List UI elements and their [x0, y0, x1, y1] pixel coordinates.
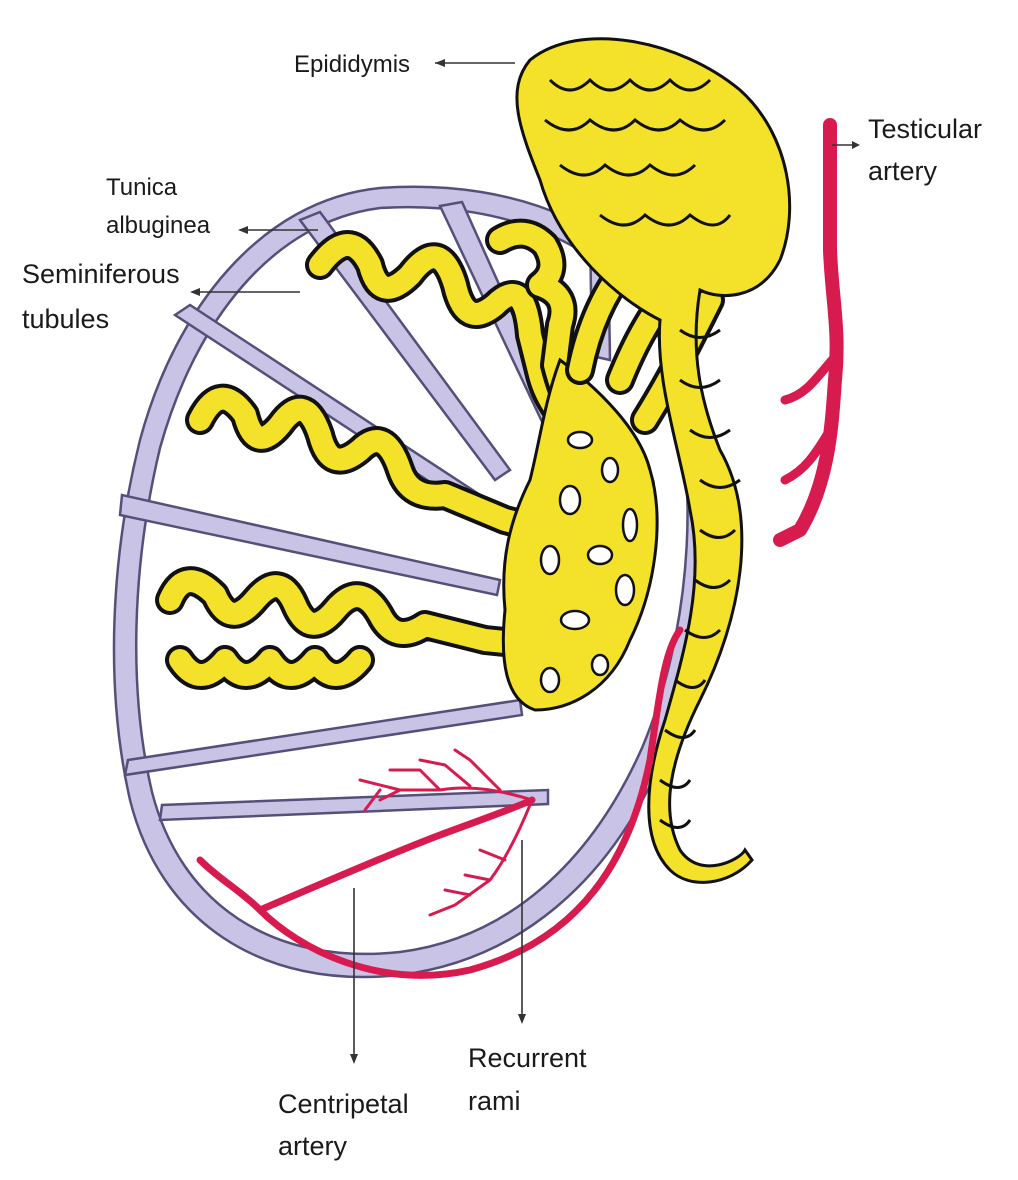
rete-hole: [539, 666, 561, 694]
label-tunica-line2: albuginea: [106, 212, 211, 239]
seminiferous-tubules: [155, 218, 655, 690]
rete-hole: [566, 430, 594, 450]
label-testicular-artery-line1: Testicular: [868, 114, 982, 144]
arrowhead: [435, 59, 445, 67]
label-testicular-artery-line2: artery: [868, 156, 938, 186]
testicular-artery: [773, 118, 844, 547]
septum: [123, 698, 524, 777]
septum: [118, 493, 502, 597]
arrowhead: [350, 1054, 358, 1064]
rete-hole: [539, 544, 561, 576]
recurrent-rami: [358, 748, 534, 917]
rete-hole: [586, 544, 614, 566]
label-tunica-line1: Tunica: [106, 174, 178, 201]
label-seminiferous-line2: tubules: [22, 304, 109, 334]
arrowhead: [852, 141, 860, 149]
label-centripetal-line1: Centripetal: [278, 1089, 409, 1119]
epididymis: [515, 37, 792, 884]
label-seminiferous-line1: Seminiferous: [22, 259, 180, 289]
rete-hole: [590, 653, 610, 677]
leader-lines: [190, 59, 860, 1064]
rete-hole: [621, 507, 639, 543]
arrowhead: [190, 288, 200, 296]
centripetal-artery: [256, 796, 536, 914]
artery-branch: [780, 355, 837, 405]
label-epididymis: Epididymis: [294, 51, 410, 78]
label-recurrent-line2: rami: [468, 1086, 521, 1116]
arrowhead: [518, 1014, 526, 1024]
label-recurrent-line1: Recurrent: [468, 1043, 587, 1073]
artery-branch: [780, 425, 835, 485]
septum: [298, 210, 512, 482]
arteries: [196, 118, 844, 979]
label-centripetal-line2: artery: [278, 1131, 348, 1161]
rete-hole: [559, 609, 591, 631]
rete-hole: [600, 456, 620, 484]
rete-hole: [558, 484, 582, 516]
rete-hole: [614, 573, 636, 607]
labels: Epididymis Testicular artery Tunica albu…: [22, 51, 982, 1161]
septum: [158, 788, 550, 822]
arrowhead: [238, 226, 248, 234]
